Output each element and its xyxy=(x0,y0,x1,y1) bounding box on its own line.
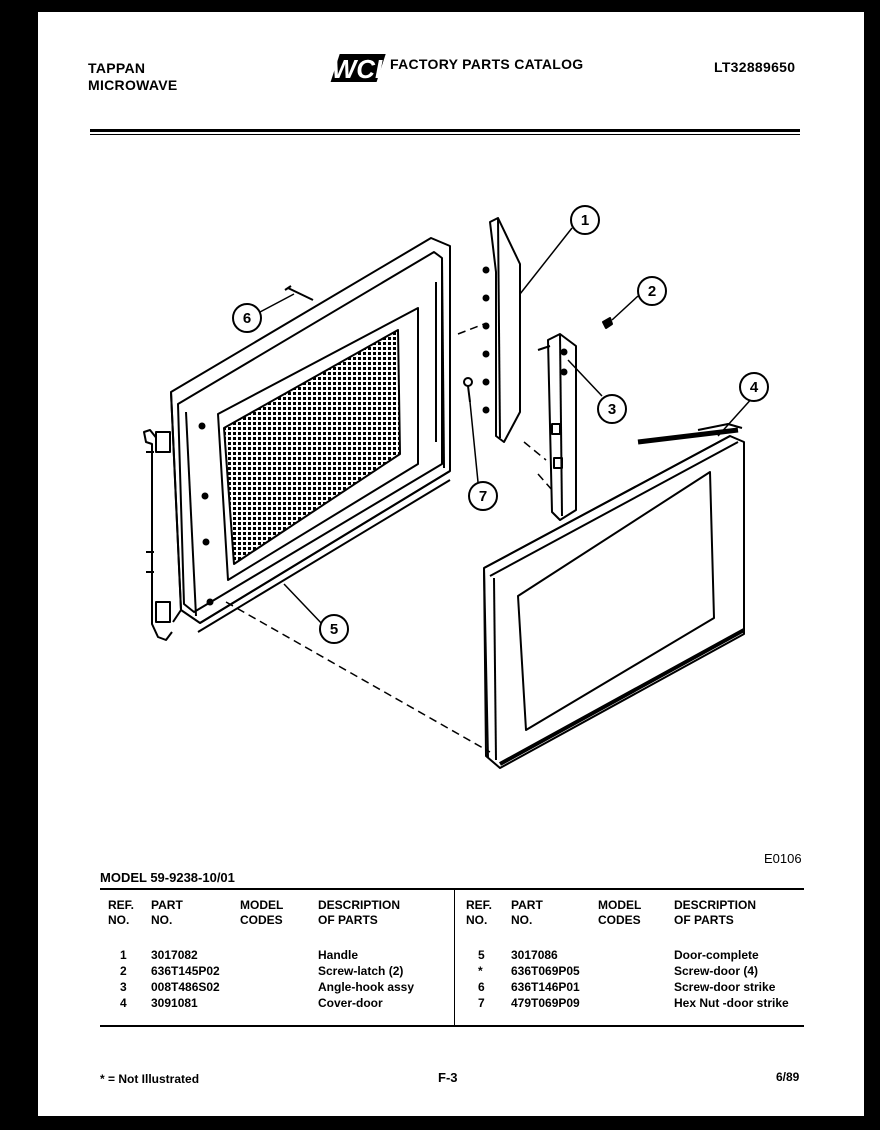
table-cell: 479T069P09 xyxy=(511,996,580,1010)
wci-logo: WCI xyxy=(330,54,386,84)
table-cell: Hex Nut -door strike xyxy=(674,996,789,1010)
callout-5 xyxy=(319,614,349,644)
table-col-desc-right: Door-complete Screw-door (4) Screw-door … xyxy=(674,947,789,1011)
product-type: MICROWAVE xyxy=(88,77,178,93)
callout-label-2: 2 xyxy=(648,283,656,300)
callout-3 xyxy=(597,394,627,424)
table-cell: 2 xyxy=(120,964,127,978)
table-cell: 636T145P02 xyxy=(151,964,220,978)
table-cell: 5 xyxy=(478,948,485,962)
brand-name: TAPPAN xyxy=(88,60,146,76)
table-cell: Screw-latch (2) xyxy=(318,964,404,978)
model-line: MODEL 59-9238-10/01 xyxy=(100,870,235,885)
table-cell: 3091081 xyxy=(151,996,198,1010)
table-cell: 3 xyxy=(120,980,127,994)
table-cell: 3017082 xyxy=(151,948,198,962)
model-id: LT32889650 xyxy=(714,59,796,75)
table-cell: 4 xyxy=(120,996,127,1010)
table-bottom-rule xyxy=(100,1025,804,1027)
table-cell: 636T069P05 xyxy=(511,964,580,978)
table-divider xyxy=(454,888,455,1027)
header-rule xyxy=(90,129,800,132)
handle xyxy=(482,217,521,443)
callout-label-5: 5 xyxy=(330,621,338,638)
table-cell: 636T146P01 xyxy=(511,980,580,994)
door-frame xyxy=(170,237,451,633)
table-col-ref-right: 5 * 6 7 xyxy=(478,947,485,1011)
catalog-title: FACTORY PARTS CATALOG xyxy=(390,56,584,72)
callout-4 xyxy=(739,372,769,402)
callout-label-1: 1 xyxy=(581,212,589,229)
table-cell: Screw-door strike xyxy=(674,980,776,994)
table-cell: Door-complete xyxy=(674,948,759,962)
callout-7 xyxy=(468,481,498,511)
table-cell: 008T486S02 xyxy=(151,980,220,994)
table-cell: 6 xyxy=(478,980,485,994)
table-cell: Angle-hook assy xyxy=(318,980,415,994)
table-cell: Handle xyxy=(318,948,359,962)
table-col-desc: Handle Screw-latch (2) Angle-hook assy C… xyxy=(318,947,414,1011)
footnote: * = Not Illustrated xyxy=(100,1072,200,1086)
cover-door xyxy=(483,423,745,769)
header-ref-right: REF.NO. xyxy=(466,898,493,927)
catalog-page: TAPPAN MICROWAVE WCI FACTORY PARTS CATAL… xyxy=(38,12,864,1116)
exploded-parts-diagram: 1 2 3 4 5 6 7 xyxy=(143,205,769,769)
callout-1 xyxy=(570,205,600,235)
callout-label-3: 3 xyxy=(608,401,616,418)
logo-text: WCI xyxy=(332,54,383,84)
callout-label-4: 4 xyxy=(750,379,759,396)
brand-block: TAPPAN MICROWAVE xyxy=(88,60,178,94)
angle-hook-assy xyxy=(537,333,577,521)
table-cell: * xyxy=(478,964,483,978)
table-col-part-right: 3017086 636T069P05 636T146P01 479T069P09 xyxy=(511,947,580,1011)
print-date: 6/89 xyxy=(776,1070,800,1084)
table-cell: Cover-door xyxy=(318,996,383,1010)
table-cell: Screw-door (4) xyxy=(674,964,759,978)
callout-6 xyxy=(232,303,262,333)
table-top-rule xyxy=(100,888,804,890)
table-col-part: 3017082 636T145P02 008T486S02 3091081 xyxy=(151,947,220,1011)
header-ref: REF.NO. xyxy=(108,898,135,927)
callout-label-7: 7 xyxy=(479,488,487,505)
table-cell: 1 xyxy=(120,948,127,962)
hinge-bracket xyxy=(143,429,173,641)
callout-2 xyxy=(637,276,667,306)
table-col-ref: 1 2 3 4 xyxy=(120,947,127,1011)
header-rule-thin xyxy=(90,134,800,135)
table-cell: 3017086 xyxy=(511,948,558,962)
figure-code: E0106 xyxy=(764,851,802,866)
callout-label-6: 6 xyxy=(243,310,251,327)
table-cell: 7 xyxy=(478,996,485,1010)
page-number: F-3 xyxy=(438,1070,458,1085)
